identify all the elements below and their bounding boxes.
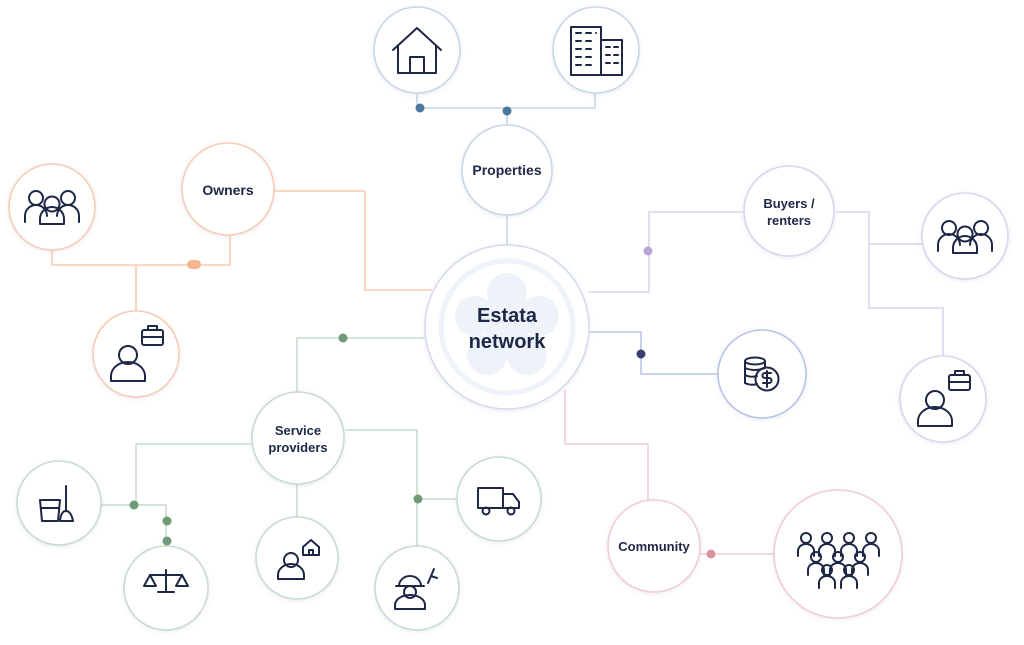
hub-owners-label: Owners — [202, 182, 254, 198]
legal-scales-icon — [143, 569, 189, 593]
legal-node[interactable] — [123, 545, 209, 631]
owner-businessperson-node[interactable] — [92, 310, 180, 398]
hub-properties-label: Properties — [472, 162, 541, 178]
realtor-node[interactable] — [255, 516, 339, 600]
community-crowd-node[interactable] — [773, 489, 903, 619]
hub-buyers-label-line2: renters — [767, 213, 811, 228]
truck-node[interactable] — [456, 456, 542, 542]
hub-properties[interactable]: Properties — [461, 124, 553, 216]
hub-community-label: Community — [618, 539, 690, 554]
hub-service-label-line1: Service — [275, 423, 321, 438]
hub-owners[interactable]: Owners — [181, 142, 275, 236]
properties-dot-2 — [502, 106, 512, 116]
office-building-icon — [570, 26, 623, 76]
properties-dot-1 — [415, 103, 425, 113]
service-dot-3 — [162, 516, 172, 526]
center-node: Estata network — [424, 244, 590, 410]
owner-businessperson-icon — [110, 325, 164, 382]
hub-buyers-renters[interactable]: Buyers / renters — [743, 165, 835, 257]
hub-community[interactable]: Community — [607, 499, 701, 593]
owners-connectors — [51, 190, 432, 312]
buyers-group-icon — [937, 220, 993, 254]
owners-group-node[interactable] — [8, 163, 96, 251]
community-dot — [706, 549, 716, 559]
center-title-line2: network — [469, 331, 547, 353]
finance-coins-icon — [744, 356, 780, 392]
finance-connector — [590, 331, 718, 375]
hub-service-providers[interactable]: Service providers — [251, 391, 345, 485]
buyers-group-node[interactable] — [921, 192, 1009, 280]
moving-truck-icon — [477, 487, 520, 516]
realtor-agent-icon — [277, 539, 320, 580]
house-icon — [392, 27, 442, 74]
cleaning-node[interactable] — [16, 460, 102, 546]
owners-group-icon — [24, 190, 80, 225]
construction-worker-icon — [394, 568, 438, 610]
construction-node[interactable] — [374, 545, 460, 631]
finance-node[interactable] — [717, 329, 807, 419]
buyer-businessperson-node[interactable] — [899, 355, 987, 443]
hub-buyers-label-line1: Buyers / — [763, 196, 815, 211]
office-building-node[interactable] — [552, 6, 640, 94]
buyer-businessperson-icon — [917, 370, 971, 427]
service-dot-1 — [338, 333, 348, 343]
junction-dots — [129, 103, 716, 559]
center-flower-emblem — [455, 273, 559, 375]
service-dot-4 — [162, 536, 172, 546]
cleaning-bucket-mop-icon — [39, 485, 74, 522]
service-dot-5 — [413, 494, 423, 504]
house-node[interactable] — [373, 6, 461, 94]
center-title-line1: Estata — [477, 305, 538, 327]
hub-service-label-line2: providers — [268, 440, 327, 455]
owners-dot — [187, 260, 201, 269]
buyers-dot — [643, 246, 653, 256]
finance-dot — [636, 349, 646, 359]
community-crowd-icon — [797, 532, 880, 589]
service-dot-2 — [129, 500, 139, 510]
